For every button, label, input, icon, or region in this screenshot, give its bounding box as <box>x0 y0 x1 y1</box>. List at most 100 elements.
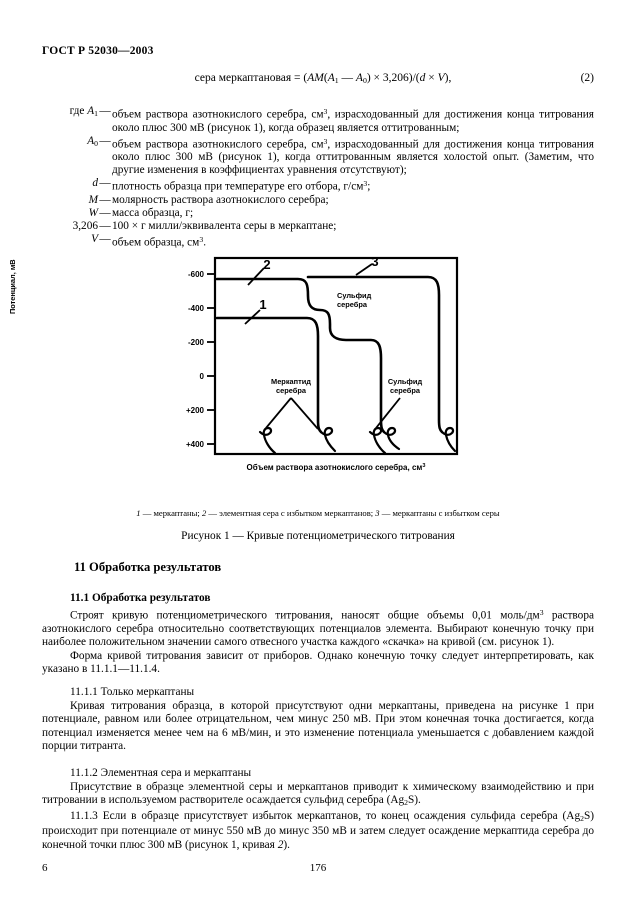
section-11-heading: 11 Обработка результатов <box>74 560 222 574</box>
section-11-1-2-block: 11.1.2 Элементная сера и меркаптаны Прис… <box>42 767 594 852</box>
formula-a1-sub: 1 <box>334 75 339 85</box>
curve-2-endpoint-loop <box>382 426 401 451</box>
formula-tail: ), <box>444 72 452 84</box>
annot-sulfide-upper-line2: серебра <box>337 300 368 309</box>
formula-close-times: ) × 3,206)/( <box>366 72 420 84</box>
annot-mercaptide-leader-right <box>290 397 319 430</box>
legend-text-1: — меркаптаны; <box>140 508 202 518</box>
y-tick-label: -200 <box>188 338 205 347</box>
annot-sulfide-lower-loop <box>368 426 387 455</box>
standard-code-header: ГОСТ Р 52030—2003 <box>42 45 154 57</box>
definition-dash: — <box>99 105 111 117</box>
chart-x-axis-label: Объем раствора азотнокислого серебра, см… <box>247 463 426 472</box>
annot-mercaptide-leader-left <box>265 397 292 429</box>
definition-symbol: d <box>92 177 98 190</box>
legend-num-2: 2 <box>201 508 207 518</box>
definition-symbol: V <box>91 233 98 246</box>
annot-mercaptide-left-loop <box>258 426 277 455</box>
annot-mercaptide-line1: Меркаптид <box>271 377 311 386</box>
figure-title: Рисунок 1 — Кривые потенциометрического … <box>181 530 455 542</box>
definition-key: V <box>42 233 98 246</box>
section-11-1-heading: 11.1 Обработка результатов <box>70 592 211 604</box>
formula-a0: A <box>355 72 363 84</box>
formula-a0-sub: 0 <box>362 75 367 85</box>
curve-label-2: 2 <box>263 257 270 272</box>
definition-symbol-sub: 1 <box>94 108 98 118</box>
definition-key: A0 <box>42 135 98 150</box>
paragraph-4: Присутствие в образце элементной серы и … <box>42 780 594 808</box>
definition-symbol: W <box>88 207 98 220</box>
formula-a1: A <box>327 72 335 84</box>
definition-text: объем образца, см3. <box>112 235 207 249</box>
definition-key: где A1 <box>42 105 98 120</box>
definition-text: плотность образца при температуре его от… <box>112 179 371 193</box>
annot-mercaptide-line2: серебра <box>276 386 307 395</box>
definition-text: 100 × г милли/эквивалента серы в меркапт… <box>112 220 337 233</box>
formula-times: × <box>425 72 438 84</box>
definition-symbol: A <box>87 134 95 147</box>
annot-sulfide-lower: Сульфид серебра <box>388 377 423 395</box>
definition-item: где A1 — объем раствора азотнокислого се… <box>42 105 594 135</box>
curve-3-leader <box>355 263 373 276</box>
formula-d: d <box>419 72 426 84</box>
figure-legend: 1 — меркаптаны; 2 — элементная сера с из… <box>42 508 594 518</box>
definition-dash: — <box>99 207 111 220</box>
annot-mercaptide: Меркаптид серебра <box>271 377 311 395</box>
section-11-1-1-block: 11.1.1 Только меркаптаны Кривая титрован… <box>42 686 594 754</box>
formula-row: сера меркаптановая = (AM(A1 — A0) × 3,20… <box>42 72 594 85</box>
titration-chart: -600 -400 -200 0 +200 +400 <box>160 252 480 502</box>
definition-key: M <box>42 194 98 207</box>
formula-open-paren: ( <box>323 72 328 84</box>
definition-text: молярность раствора азотнокислого серебр… <box>112 193 329 206</box>
definition-item: W — масса образца, г; <box>42 207 594 220</box>
formula-number: (2) <box>580 72 594 84</box>
definition-symbol-sub: 0 <box>94 138 98 148</box>
page-number-left: 6 <box>42 862 48 874</box>
chart-svg: -600 -400 -200 0 +200 +400 <box>186 254 459 472</box>
y-tick-label: -600 <box>188 270 205 279</box>
definition-symbol: M <box>88 193 98 206</box>
annot-sulfide-lower-leader <box>375 397 401 429</box>
formula-am: AM <box>307 72 324 84</box>
formula-v: V <box>437 72 445 84</box>
page-number-center: 176 <box>309 862 327 874</box>
definition-key: d <box>42 177 98 190</box>
formula-lead: сера меркаптановая = ( <box>194 72 308 84</box>
definition-item: M — молярность раствора азотнокислого се… <box>42 194 594 207</box>
definition-key: W <box>42 207 98 220</box>
definition-text: объем раствора азотнокислого серебра, см… <box>112 107 594 134</box>
legend-num-1: 1 <box>136 508 141 518</box>
definition-key: 3,206 <box>72 220 98 233</box>
definition-text: объем раствора азотнокислого серебра, см… <box>112 136 594 177</box>
y-tick-label: +200 <box>186 406 205 415</box>
chart-plot-frame <box>213 256 459 456</box>
definition-text: масса образца, г; <box>112 207 194 220</box>
chart-y-axis-label: Потенциал, мВ <box>8 259 17 314</box>
paragraph-5: 11.1.3 Если в образце присутствует избыт… <box>42 809 594 851</box>
definition-dash: — <box>99 233 111 246</box>
paragraph-3: Кривая титрования образца, в которой при… <box>42 699 594 753</box>
curve-1-path <box>215 316 323 434</box>
curve-label-3: 3 <box>371 254 378 269</box>
definition-item: A0 — объем раствора азотнокислого серебр… <box>42 135 594 178</box>
annot-sulfide-lower-line1: Сульфид <box>388 377 423 386</box>
definition-symbol: A <box>87 105 95 117</box>
y-tick-label: -400 <box>188 304 205 313</box>
section-11-1-1-heading: 11.1.1 Только меркаптаны <box>70 686 195 698</box>
curve-label-1: 1 <box>259 297 266 312</box>
definition-dash: — <box>99 177 111 190</box>
section-11-1-2-heading: 11.1.2 Элементная сера и меркаптаны <box>70 767 252 779</box>
legend-text-3: — меркаптаны с избытком серы <box>379 508 500 518</box>
curve-1-endpoint-loop <box>319 426 337 453</box>
definition-item: V — объем образца, см3. <box>42 233 594 250</box>
definitions-intro: где <box>69 105 85 117</box>
definition-item: d — плотность образца при температуре ег… <box>42 177 594 194</box>
curve-2-path <box>215 277 386 434</box>
definitions-list: где A1 — объем раствора азотнокислого се… <box>42 105 594 250</box>
legend-text-2: — элементная сера с избытком меркаптанов… <box>206 508 376 518</box>
figure-1: Потенциал, мВ -600 -400 -200 0 +200 <box>0 252 636 552</box>
curve-3-endpoint-loop <box>440 426 457 453</box>
section-11-1-block: 11.1 Обработка результатов Строят кривую… <box>42 592 594 677</box>
definition-dash: — <box>99 134 111 147</box>
